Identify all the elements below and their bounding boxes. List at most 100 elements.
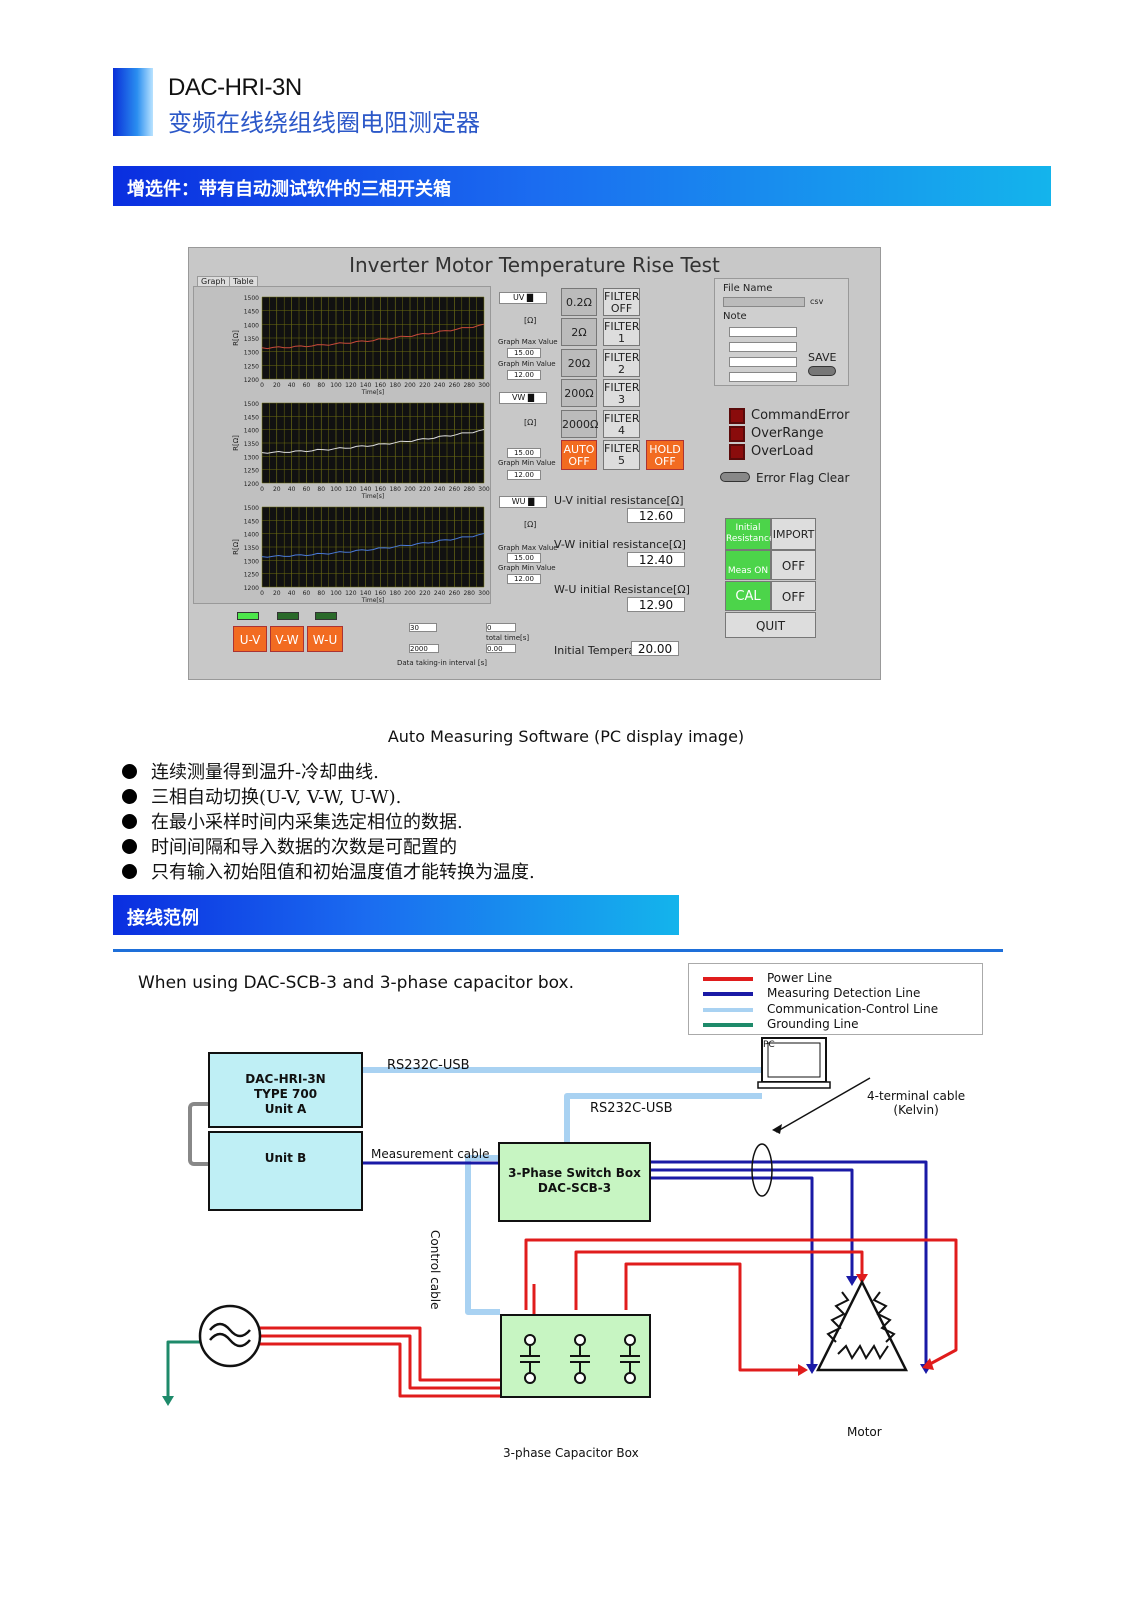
filter-label-2: FILTER (604, 351, 640, 364)
feature-item: 只有输入初始阻值和初始温度值才能转换为温度. (122, 860, 535, 885)
x-tick-label: 100 (330, 590, 342, 597)
ohm-unit-1: [Ω] (524, 316, 537, 325)
uv-phase-button[interactable]: U-V (233, 626, 267, 652)
x-tick-label: 300 (478, 590, 490, 597)
unit-a-line-1: DAC-HRI-3N (245, 1072, 326, 1086)
y-tick-label: 1300 (244, 350, 259, 357)
arrow-kelvin (772, 1124, 782, 1134)
interval-input[interactable]: 30 (409, 623, 437, 632)
hold-label: HOLD (649, 443, 681, 456)
interval-label: Data taking-in interval [s] (397, 659, 488, 667)
x-tick-label: 160 (375, 382, 387, 389)
filter-value-0: OFF (610, 302, 633, 315)
x-tick-label: 100 (330, 382, 342, 389)
file-panel: File Name csv Note SAVE (714, 278, 849, 386)
arrow-power-2 (798, 1364, 808, 1376)
series-line-2 (261, 533, 485, 558)
cal-off-button[interactable]: OFF (771, 581, 816, 611)
x-tick-label: 200 (404, 590, 416, 597)
meas-on-button[interactable]: Meas ON (725, 550, 771, 580)
y-axis-label: R[Ω] (232, 435, 240, 451)
elapsed-time-input[interactable]: 0.00 (486, 644, 516, 653)
x-tick-label: 200 (404, 486, 416, 493)
x-tick-label: 220 (419, 590, 431, 597)
graph-vw-legend: VW ▇ (499, 392, 547, 404)
note-input-1[interactable] (729, 327, 797, 337)
count-input[interactable]: 2000 (409, 644, 439, 653)
bullet-dot (122, 814, 137, 829)
graph-max-input-2[interactable]: 15.00 (507, 448, 541, 458)
power-line-a (232, 1284, 536, 1382)
comm-line-switchbox (564, 1093, 762, 1142)
cal-button[interactable]: CAL (725, 581, 771, 611)
y-axis-label: R[Ω] (232, 539, 240, 555)
range-2-ohm-button[interactable]: 2Ω (561, 318, 597, 346)
graph-max-input-3[interactable]: 15.00 (507, 553, 541, 563)
uv-initial-resistance-input[interactable]: 12.60 (627, 508, 685, 523)
quit-button[interactable]: QUIT (725, 612, 816, 638)
y-tick-label: 1400 (244, 428, 259, 435)
error-flag-clear-button[interactable] (720, 472, 750, 482)
wiring-heading: When using DAC-SCB-3 and 3-phase capacit… (138, 973, 575, 993)
filter-label-5: FILTER (604, 442, 640, 455)
ohm-unit-2: [Ω] (524, 418, 537, 427)
four-terminal-line-2: (Kelvin) (893, 1103, 939, 1117)
note-input-4[interactable] (729, 372, 797, 382)
filter-label-1: FILTER (604, 320, 640, 333)
power-line-motor-3 (624, 1262, 800, 1372)
x-axis-label: Time[s] (361, 597, 385, 604)
feature-item: 在最小采样时间内采集选定相位的数据. (122, 810, 535, 835)
graph-min-input-1[interactable]: 12.00 (507, 370, 541, 380)
header-accent-bar (113, 68, 153, 136)
import-button[interactable]: IMPORT (771, 518, 816, 550)
initial-temperature-input[interactable]: 20.00 (631, 641, 679, 656)
y-tick-label: 1300 (244, 454, 259, 461)
file-name-input[interactable] (723, 297, 805, 307)
x-tick-label: 80 (317, 382, 325, 389)
wu-initial-resistance-input[interactable]: 12.90 (627, 597, 685, 612)
graph-min-input-2[interactable]: 12.00 (507, 470, 541, 480)
product-subtitle: 变频在线绕组线圈电阻测定器 (168, 109, 480, 137)
range-20-ohm-button[interactable]: 20Ω (561, 349, 597, 377)
bullet-dot (122, 764, 137, 779)
note-input-2[interactable] (729, 342, 797, 352)
uv-indicator (237, 612, 259, 620)
unit-b-box: Unit B (208, 1131, 363, 1211)
graph-min-input-3[interactable]: 12.00 (507, 574, 541, 584)
total-time-label: total time[s] (486, 634, 530, 642)
vw-phase-button[interactable]: V-W (270, 626, 304, 652)
save-button[interactable] (808, 366, 836, 376)
capacitor-box (500, 1314, 651, 1398)
rs232-label-1: RS232C-USB (387, 1058, 470, 1073)
y-tick-label: 1250 (244, 468, 259, 475)
range-200-ohm-button[interactable]: 200Ω (561, 379, 597, 407)
meas-off-button[interactable]: OFF (771, 550, 816, 580)
x-tick-label: 80 (317, 486, 325, 493)
range-2000-ohm-button[interactable]: 2000Ω (561, 410, 598, 438)
legend-vw-label: VW (511, 393, 526, 402)
filter-label-0: FILTER (604, 290, 640, 303)
total-time-input[interactable]: 0 (486, 623, 516, 632)
four-terminal-label: 4-terminal cable (Kelvin) (867, 1089, 965, 1117)
range-0-2-ohm-button[interactable]: 0.2Ω (561, 288, 597, 316)
command-error-led (729, 408, 745, 424)
note-input-3[interactable] (729, 357, 797, 367)
graph-max-input-1[interactable]: 15.00 (507, 348, 541, 358)
vw-initial-resistance-input[interactable]: 12.40 (627, 552, 685, 567)
wu-phase-button[interactable]: W-U (307, 626, 343, 652)
feature-list: 连续测量得到温升-冷却曲线. 三相自动切换(U-V, V-W, U-W). 在最… (122, 760, 535, 885)
y-tick-label: 1350 (244, 336, 259, 343)
graph-min-label-3: Graph Min Value (498, 564, 556, 572)
y-tick-label: 1500 (244, 295, 259, 302)
motor-label: Motor (847, 1425, 882, 1439)
x-tick-label: 120 (345, 486, 357, 493)
